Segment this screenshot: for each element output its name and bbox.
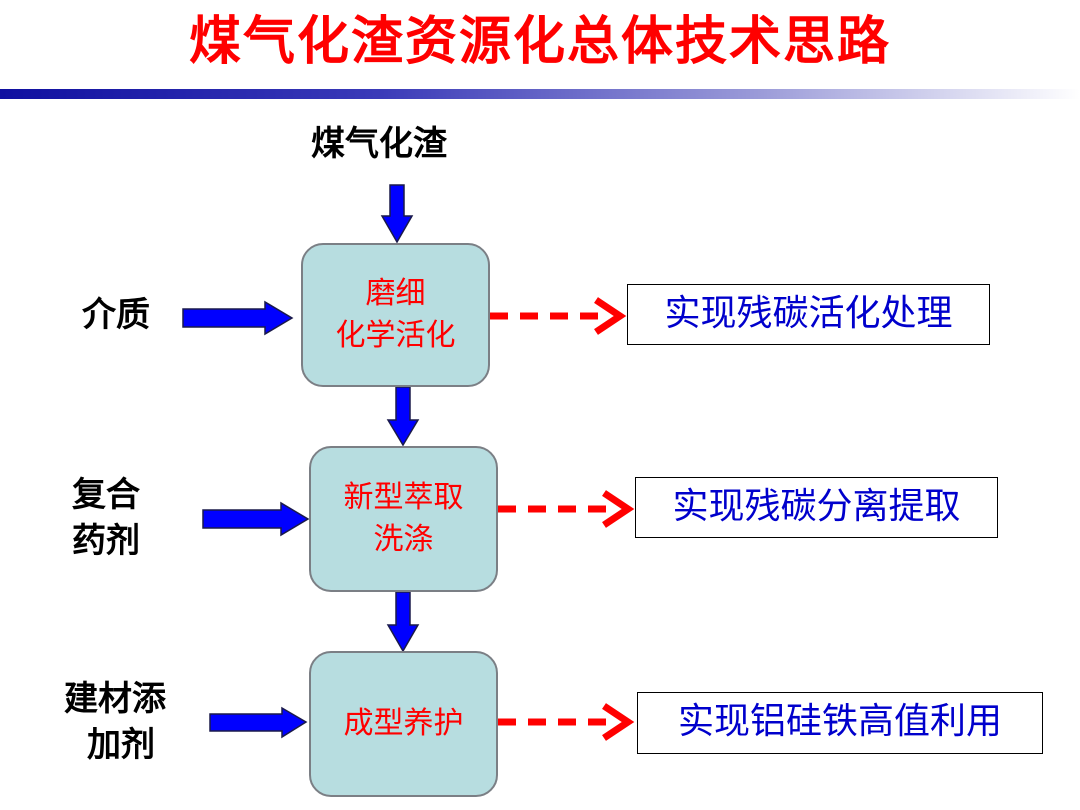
outcome-carbon-extraction: 实现残碳分离提取 (635, 477, 998, 538)
page-title: 煤气化渣资源化总体技术思路 (188, 12, 891, 72)
input-label-building-additive-line2: 加剂 (87, 725, 155, 765)
outcome-high-value-utilization: 实现铝硅铁高值利用 (637, 692, 1043, 754)
process-step-extraction-washing-line2: 洗涤 (373, 522, 434, 557)
dashed-arrow-activation-icon (490, 297, 627, 335)
input-label-compound-agent-line1: 复合 (72, 475, 140, 515)
process-step-grinding-activation: 磨细 化学活化 (301, 243, 490, 387)
input-label-compound-agent-line2: 药剂 (72, 521, 140, 561)
process-step-forming-curing-line1: 成型养护 (343, 706, 464, 741)
right-arrow-medium-icon (182, 300, 294, 336)
dashed-arrow-utilization-icon (498, 703, 635, 741)
down-arrow-1-icon (380, 184, 414, 244)
input-label-gasification-slag: 煤气化渣 (311, 124, 447, 164)
right-arrow-building-icon (209, 706, 308, 739)
process-step-forming-curing: 成型养护 (309, 651, 498, 797)
down-arrow-3-icon (386, 591, 420, 653)
dashed-arrow-extraction-icon (498, 490, 635, 528)
input-label-compound-agent: 复合 药剂 (72, 472, 140, 564)
outcome-carbon-activation: 实现残碳活化处理 (627, 284, 990, 345)
process-step-extraction-washing-line1: 新型萃取 (343, 480, 464, 515)
right-arrow-compound-icon (202, 501, 310, 537)
title-divider (0, 89, 1080, 99)
process-step-extraction-washing: 新型萃取 洗涤 (309, 446, 498, 592)
input-label-building-additive: 建材添 加剂 (64, 676, 166, 768)
input-label-building-additive-line1: 建材添 (64, 679, 166, 719)
process-step-grinding-activation-line2: 化学活化 (335, 318, 456, 353)
process-step-grinding-activation-line1: 磨细 (365, 276, 426, 311)
input-label-medium: 介质 (82, 295, 150, 335)
down-arrow-2-icon (386, 386, 420, 447)
